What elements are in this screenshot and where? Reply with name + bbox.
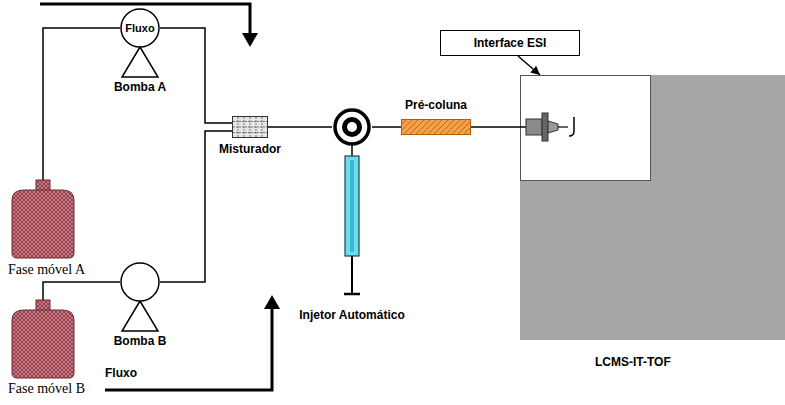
syringe-cap (344, 293, 360, 296)
probe-inlet (520, 126, 526, 128)
precolumn: Pré-coluna (396, 98, 476, 136)
flow-label: Fluxo (105, 366, 137, 380)
pump-circle (121, 9, 159, 47)
tubing-line (471, 126, 520, 128)
mixer-body (233, 117, 268, 138)
precolumn-outline (401, 119, 471, 135)
node-label: LCMS-IT-TOF (595, 355, 671, 369)
tubing-line (43, 282, 120, 300)
autosampler: Injetor Automático (292, 108, 412, 324)
valve-outer (335, 110, 369, 144)
node-label: Fase móvel A (8, 262, 85, 278)
esi-probe (526, 119, 542, 135)
instrument-housing (520, 75, 785, 340)
solvent-bottle: Fase móvel A (8, 180, 108, 280)
pointer-arrow (518, 56, 540, 75)
node-label: Fase móvel B (8, 381, 85, 397)
mass-spectrometer-outline (520, 75, 785, 340)
mixer-grid (233, 127, 267, 128)
pump-stand (122, 47, 158, 77)
tubing-line (268, 126, 332, 128)
autosampler-outline (332, 108, 372, 300)
esi-flange (542, 113, 548, 141)
pump: Bomba B (110, 262, 170, 352)
esi-counter (569, 117, 574, 136)
pump-outline (120, 262, 160, 332)
callout-box: Interface ESI (440, 30, 580, 56)
node-label: Injetor Automático (299, 308, 405, 322)
pump-circle (121, 263, 159, 301)
solvent-bottle-outline (8, 300, 76, 378)
pump: FluxoBomba A (110, 8, 170, 98)
mixer: Misturador (217, 116, 284, 158)
solvent-bottle: Fase móvel B (8, 300, 108, 400)
tubing-line (160, 28, 232, 123)
syringe-needle (351, 145, 353, 156)
bottle-neck (36, 300, 50, 311)
syringe-core (350, 160, 354, 252)
valve-center (347, 122, 357, 132)
syringe-plunger (351, 256, 353, 294)
node-sublabel: Bomba A (114, 80, 166, 94)
flow-arrow-head (242, 33, 258, 47)
esi-needle (558, 126, 568, 127)
pump-stand (122, 301, 158, 331)
node-label: Pré-coluna (405, 98, 467, 112)
bottle-body (12, 190, 74, 258)
node-label: Fluxo (125, 21, 154, 35)
node-label: Bomba B (114, 334, 167, 348)
flow-arrow-head (264, 295, 280, 309)
mixer-outline (232, 116, 268, 138)
solvent-bottle-outline (8, 180, 76, 258)
node-label: Interface ESI (474, 36, 547, 50)
mixer-grid (233, 121, 267, 122)
mass-spectrometer: LCMS-IT-TOF (520, 75, 785, 375)
valve-ring (342, 117, 362, 137)
node-label: Misturador (219, 142, 281, 156)
pump-outline (120, 8, 160, 78)
mixer-grid (233, 132, 267, 133)
bottle-body (12, 310, 74, 378)
syringe-barrel (345, 156, 359, 256)
bottle-neck (36, 180, 50, 191)
tubing-line (372, 126, 401, 128)
source-chamber (521, 76, 651, 181)
esi-nozzle (548, 121, 558, 133)
tubing-line (43, 28, 120, 180)
precolumn-body (402, 120, 471, 135)
